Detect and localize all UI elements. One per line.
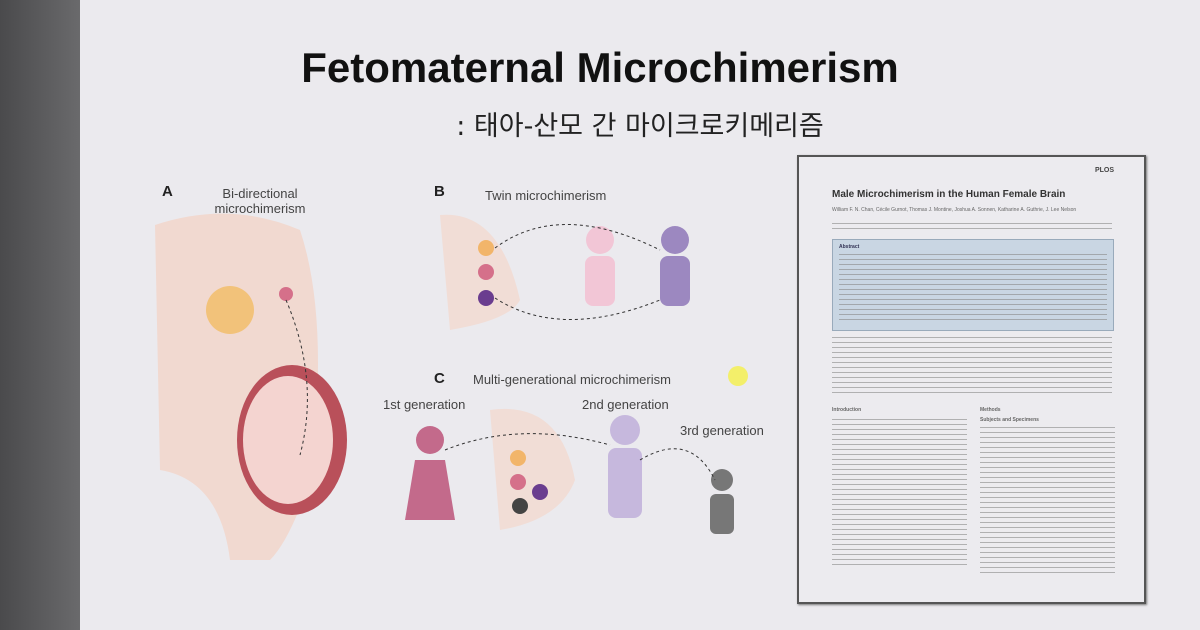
twin-2 [661, 226, 689, 254]
panel-a-label: Bi-directional microchimerism [214, 186, 306, 216]
abstract-heading: Abstract [839, 244, 860, 250]
paper-title: Male Microchimerism in the Human Female … [832, 189, 1066, 200]
paper-page: PLOS Male Microchimerism in the Human Fe… [797, 155, 1146, 604]
gen2-mother [490, 408, 575, 530]
panel-b-label: Twin microchimerism [485, 188, 607, 203]
panel-c-label: Multi-generational microchimerism [473, 372, 671, 387]
gen1-label: 1st generation [383, 397, 466, 412]
twin-1 [586, 226, 614, 254]
gen1-figure [416, 426, 444, 454]
screen-edge [0, 0, 80, 630]
gen2-label: 2nd generation [582, 397, 669, 412]
cell-cluster [206, 286, 254, 334]
panel-a-letter: A [162, 183, 173, 200]
pointer-highlight [728, 366, 748, 386]
slide-subtitle: : 태아-산모 간 마이크로키메리즘 [456, 111, 824, 142]
gen3-figure [711, 469, 733, 491]
panel-c-letter: C [434, 370, 445, 387]
journal-logo: PLOS [1094, 167, 1114, 174]
intro-heading: Introduction [832, 407, 862, 413]
methods-subheading: Subjects and Specimens [980, 417, 1039, 423]
paper-authors: William F. N. Chan, Cécile Gurnot, Thoma… [832, 207, 1077, 213]
illustration [155, 213, 734, 561]
gen3-label: 3rd generation [680, 423, 764, 438]
gen2-figure [610, 415, 640, 445]
slide-title: Fetomaternal Microchimerism [301, 44, 899, 91]
methods-heading: Methods [980, 407, 1001, 413]
panel-b-letter: B [434, 183, 445, 200]
abstract-box: Abstract [832, 239, 1114, 331]
